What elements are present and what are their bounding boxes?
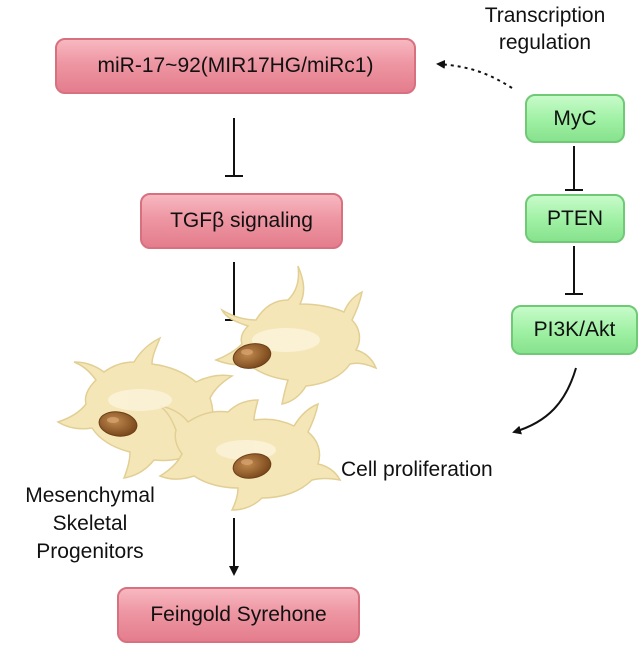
nucleus-left <box>98 411 138 437</box>
inhibit-mirna-tgfb <box>225 118 243 177</box>
tgfb-label: TGFβ signaling <box>170 209 313 232</box>
mirna-box: miR-17~92(MIR17HG/miRc1) <box>55 38 416 94</box>
pten-box: PTEN <box>525 194 625 243</box>
progenitors-label: Mesenchymal Skeletal Progenitors <box>0 482 180 566</box>
progenitors-line2: Skeletal <box>52 512 128 535</box>
transcription-line2: regulation <box>498 31 592 54</box>
inhibit-myc-pten <box>565 146 583 191</box>
cell-proliferation-label: Cell proliferation <box>341 458 493 481</box>
disease-box: Feingold Syrehone <box>117 587 360 643</box>
pten-label: PTEN <box>546 206 603 230</box>
progenitors-line3: Progenitors <box>36 540 144 563</box>
nucleus-bottom <box>232 453 272 479</box>
disease-label: Feingold Syrehone <box>150 603 327 626</box>
myc-box: MyC <box>525 94 625 143</box>
dashed-arrow-transcription <box>436 59 513 89</box>
pi3k-box: PI3K/Akt <box>511 305 638 355</box>
arrow-pi3k-proliferation <box>512 367 577 435</box>
transcription-line1: Transcription <box>484 4 606 27</box>
pi3k-label: PI3K/Akt <box>533 318 616 341</box>
inhibit-pten-pi3k <box>565 246 583 295</box>
myc-label: MyC <box>553 106 597 130</box>
progenitors-line1: Mesenchymal <box>25 484 155 507</box>
mirna-label: miR-17~92(MIR17HG/miRc1) <box>97 54 374 77</box>
inhibit-tgfb-cells <box>225 262 243 321</box>
nucleus-top <box>232 343 272 369</box>
transcription-regulation-label: Transcription regulation <box>455 2 635 56</box>
progenitor-cells-illustration <box>56 265 378 511</box>
tgfb-box: TGFβ signaling <box>140 193 343 249</box>
